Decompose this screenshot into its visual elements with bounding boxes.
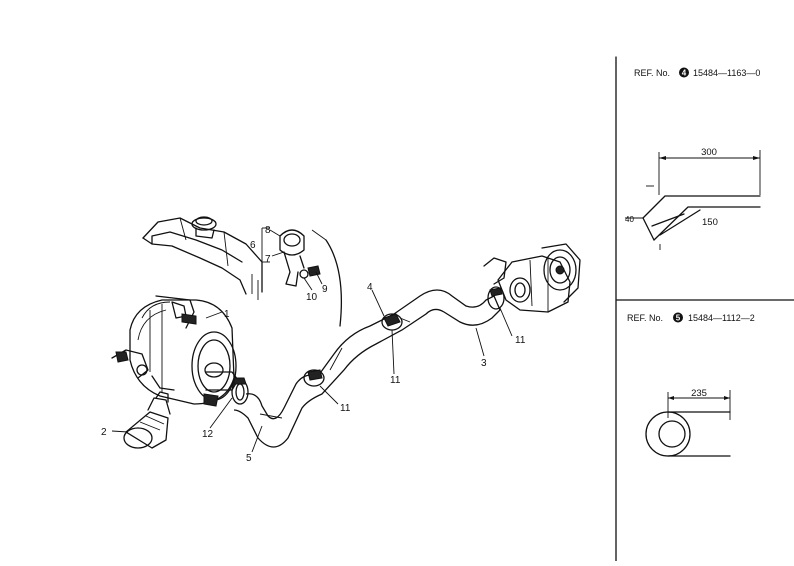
ref4-pipe-drawing: 300 150 40 [625,147,761,250]
callout-8: 8 [265,225,271,236]
ref5-part-number: 15484—1112—2 [688,313,755,323]
callout-6: 6 [250,240,256,251]
ref5-header: REF. No. 5 15484—1112—2 [627,312,755,323]
callout-7: 7 [265,254,271,265]
ref5-number: 5 [676,314,681,323]
clamp-11-upper [487,286,505,310]
callout-12: 12 [202,429,214,440]
ref4-prefix: REF. No. [634,68,670,78]
ref4-dim-height: 150 [702,217,718,228]
callout-10: 10 [306,292,318,303]
dust-cup [123,391,171,449]
clamp-11-lower [303,369,325,387]
callout-labels: 1 2 3 4 5 6 7 8 9 10 11 11 11 12 [101,225,526,464]
callout-2: 2 [101,427,107,438]
ref4-dim-length: 300 [701,147,717,158]
callout-5: 5 [246,453,252,464]
ref5-prefix: REF. No. [627,313,663,323]
intake-hose-assembly [233,289,501,448]
callout-4: 4 [367,282,373,293]
callout-11-upper: 11 [515,335,526,346]
callout-11-middle: 11 [390,375,401,386]
bracket-assembly [261,227,343,327]
callout-11-lower: 11 [340,403,351,414]
ref4-circle [679,67,689,78]
callout-3: 3 [481,358,487,369]
ref5-circle [673,312,683,323]
turbocharger [483,243,581,313]
ref5-pipe-drawing: 235 [645,388,731,457]
hose-clamps [231,286,505,405]
callout-1: 1 [224,309,230,320]
radiator-outline [142,216,263,300]
ref4-part-number: 15484—1163—0 [693,68,760,78]
ref4-number: 4 [682,69,687,78]
leader-lines [111,289,513,453]
callout-9: 9 [322,284,328,295]
ref4-dim-side: 40 [625,215,634,224]
air-cleaner [111,295,239,407]
ref5-dim-length: 235 [691,388,707,399]
ref4-header: REF. No. 4 15484—1163—0 [634,67,760,78]
